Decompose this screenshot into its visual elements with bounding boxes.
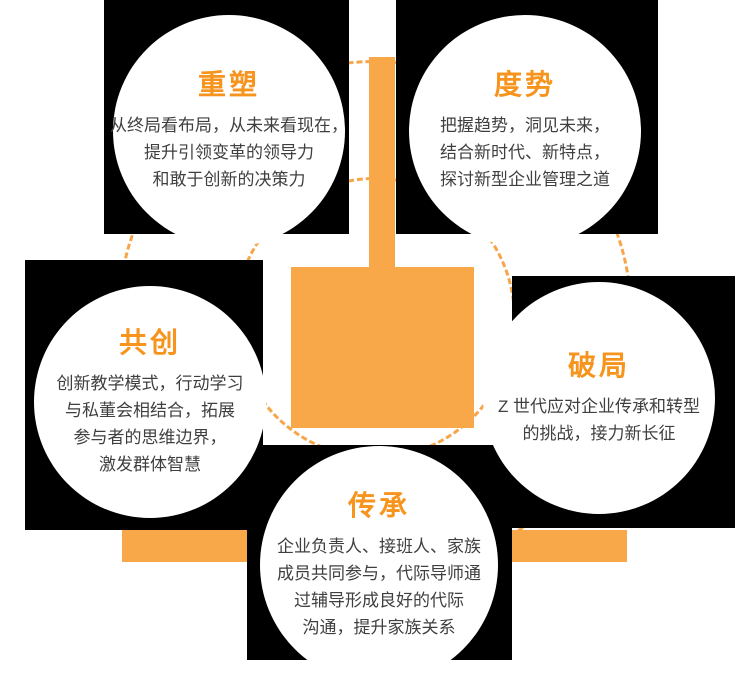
- circle-reshape: 重塑 从终局看布局，从未来看现在， 提升引领变革的领导力 和敢于创新的决策力: [110, 15, 348, 247]
- circle-co-create: 共创 创新教学模式，行动学习 与私董会相结合，拓展 参与者的思维边界， 激发群体…: [34, 286, 266, 518]
- circle-breakthrough-title: 破局: [567, 349, 630, 381]
- circle-co-create-title: 共创: [118, 326, 181, 358]
- circle-assess-trend-title: 度势: [493, 69, 556, 100]
- circle-inheritance-title: 传承: [347, 489, 410, 521]
- circle-reshape-title: 重塑: [197, 69, 260, 100]
- circle-breakthrough-body: Z 世代应对企业传承和转型 的挑战，接力新长征: [497, 396, 701, 443]
- circle-inheritance: 传承 企业负责人、接班人、家族 成员共同参与，代际导师通 过辅导形成良好的代际 …: [260, 446, 498, 682]
- center-square: [291, 267, 474, 428]
- circle-assess-trend-body: 把握趋势，洞见未来， 结合新时代、新特点， 探讨新型企业管理之道: [440, 116, 610, 189]
- circle-co-create-body: 创新教学模式，行动学习 与私董会相结合，拓展 参与者的思维边界， 激发群体智慧: [56, 373, 244, 474]
- circle-reshape-body: 从终局看布局，从未来看现在， 提升引领变革的领导力 和敢于创新的决策力: [110, 116, 348, 189]
- circle-assess-trend: 度势 把握趋势，洞见未来， 结合新时代、新特点， 探讨新型企业管理之道: [409, 15, 641, 247]
- circle-breakthrough: 破局 Z 世代应对企业传承和转型 的挑战，接力新长征: [483, 282, 715, 514]
- top-connector-bar: [369, 57, 395, 270]
- circle-inheritance-body: 企业负责人、接班人、家族 成员共同参与，代际导师通 过辅导形成良好的代际 沟通，…: [277, 536, 481, 637]
